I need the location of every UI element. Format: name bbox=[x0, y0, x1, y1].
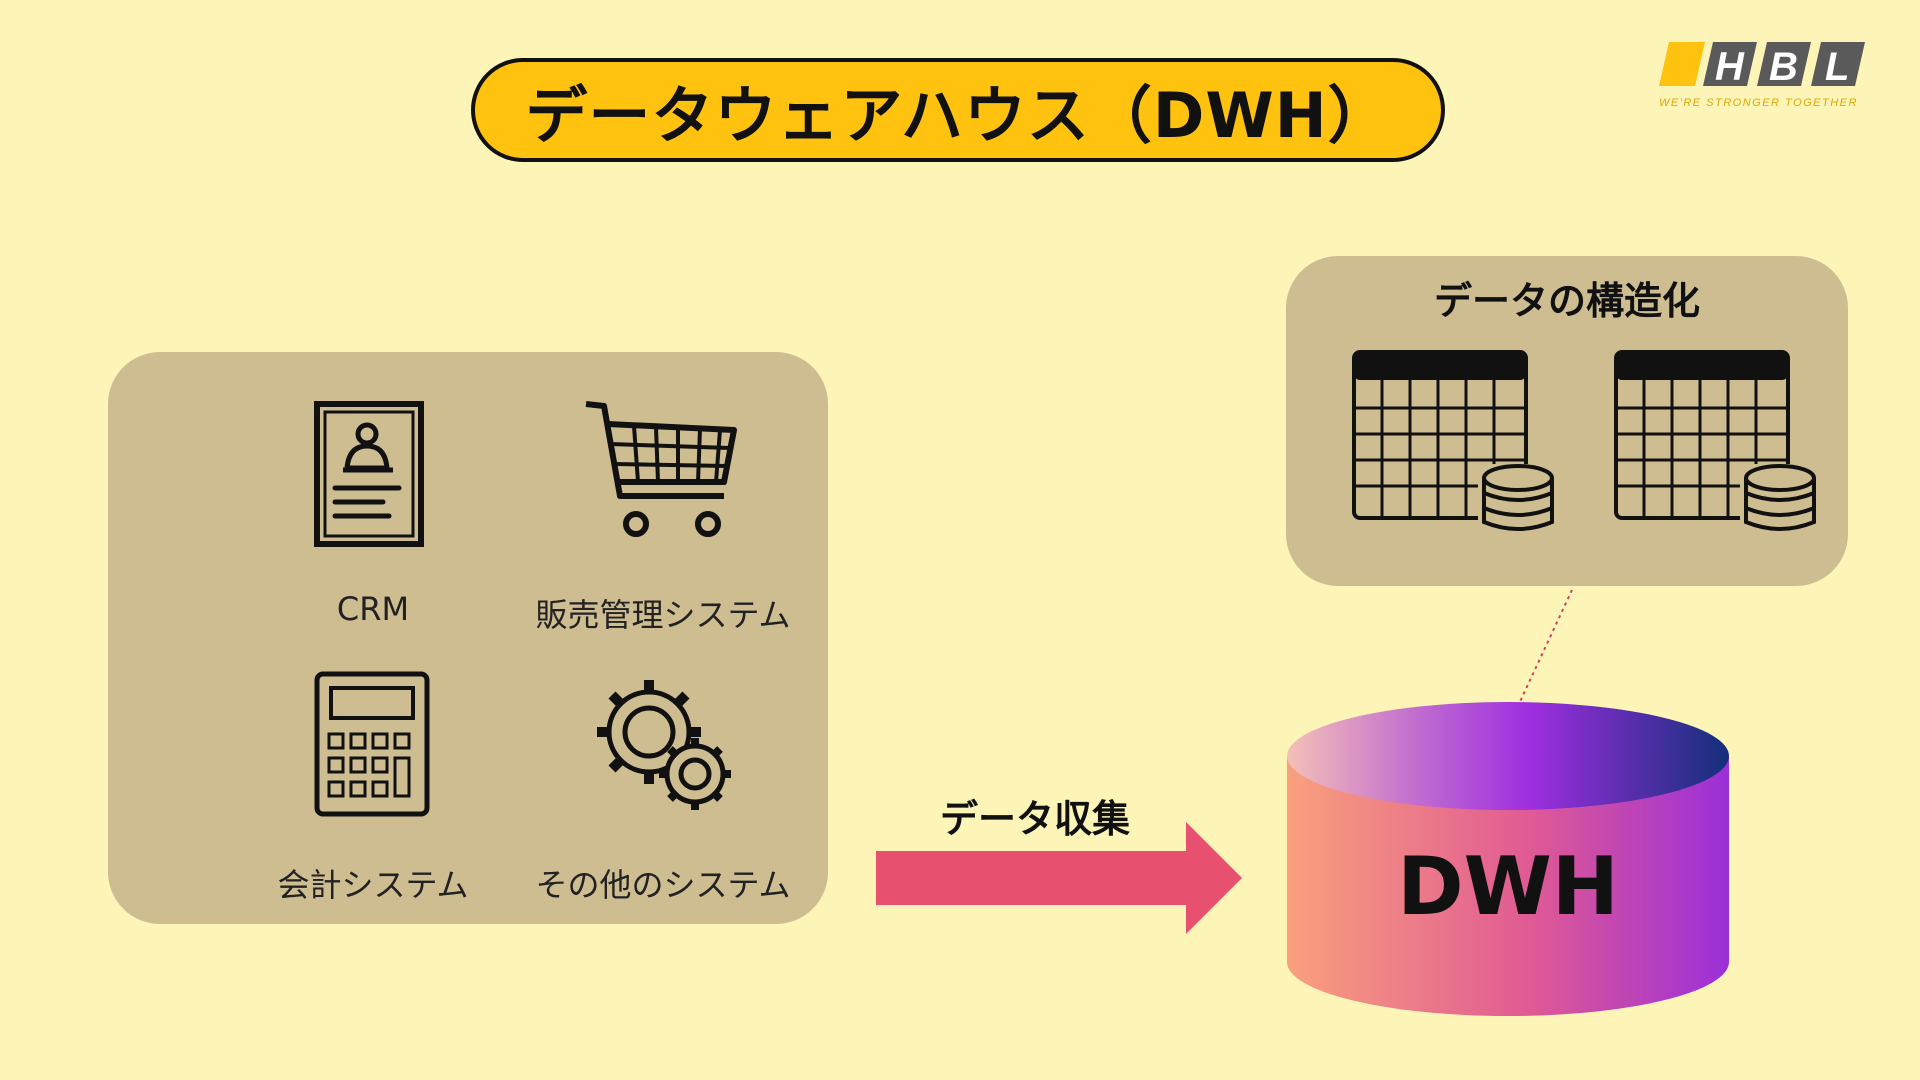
page-title-banner: データウェアハウス（DWH） bbox=[471, 58, 1445, 162]
source-sales: 販売管理システム bbox=[498, 400, 828, 640]
source-label: 会計システム bbox=[277, 866, 469, 904]
svg-text:L: L bbox=[1825, 45, 1849, 89]
table-database-icon bbox=[1614, 350, 1816, 540]
shopping-cart-icon bbox=[585, 401, 737, 537]
structuring-title: データの構造化 bbox=[1433, 279, 1700, 323]
svg-text:WE'RE STRONGER TOGETHER: WE'RE STRONGER TOGETHER bbox=[1659, 97, 1858, 109]
source-accounting: 会計システム bbox=[208, 670, 538, 910]
dwh-cylinder bbox=[1284, 700, 1732, 1018]
source-other: その他のシステム bbox=[498, 670, 828, 910]
data-sources-panel: CRM 販売管理システム bbox=[108, 352, 828, 924]
dwh-label: DWH bbox=[1397, 840, 1619, 933]
svg-text:B: B bbox=[1769, 45, 1798, 89]
svg-text:H: H bbox=[1715, 45, 1745, 89]
data-structuring-panel: データの構造化 bbox=[1286, 256, 1848, 586]
source-crm: CRM bbox=[208, 400, 538, 640]
data-collection-label: データ収集 bbox=[939, 797, 1130, 841]
right-arrow-icon bbox=[876, 822, 1242, 934]
calculator-icon bbox=[314, 671, 430, 817]
source-label: 販売管理システム bbox=[535, 596, 791, 634]
gears-icon bbox=[597, 680, 731, 810]
source-label: その他のシステム bbox=[535, 866, 791, 904]
page-title: データウェアハウス（DWH） bbox=[525, 79, 1391, 152]
source-label: CRM bbox=[336, 590, 410, 628]
id-card-icon bbox=[314, 401, 424, 547]
table-database-icon bbox=[1352, 350, 1554, 540]
